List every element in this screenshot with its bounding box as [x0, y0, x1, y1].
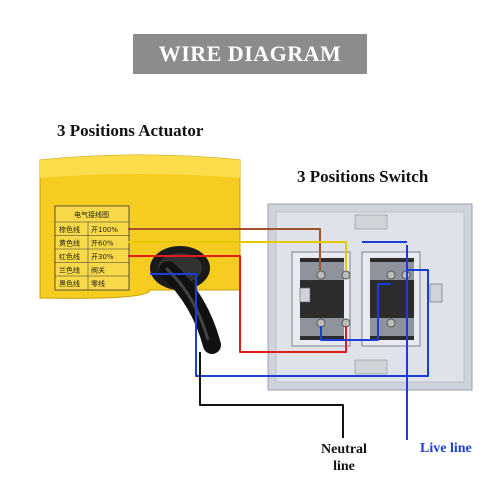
row-4-state: 阀关 — [91, 266, 105, 275]
table-header: 电气接线图 — [74, 210, 109, 219]
row-5-wire: 黑色线 — [59, 279, 80, 288]
blue-wire-jumper — [320, 283, 391, 341]
row-1-state: 开100% — [91, 226, 118, 234]
live-line-label: Live line — [420, 441, 472, 456]
switch-title: 3 Positions Switch — [297, 167, 429, 186]
yellow-wire — [128, 241, 347, 270]
row-2-wire: 黄色线 — [59, 239, 80, 248]
row-2-state: 开60% — [91, 240, 114, 248]
black-wire-neutral — [199, 352, 344, 438]
row-1-wire: 棕色线 — [59, 225, 80, 234]
red-wire — [128, 255, 347, 353]
diagram-title-banner: WIRE DIAGRAM — [133, 34, 367, 74]
diagram-title: WIRE DIAGRAM — [158, 41, 342, 66]
neutral-line-label: Neutral line — [321, 442, 367, 474]
row-4-wire: 兰色线 — [59, 266, 80, 275]
cable-gland — [150, 246, 221, 354]
wiring-label-table: 电气接线图 棕色线 开100% 黄色线 开60% 红色线 开30% 兰色线 阀关… — [54, 205, 130, 291]
row-3-wire: 红色线 — [59, 252, 80, 261]
brown-wire — [128, 228, 321, 270]
switch-plate — [267, 203, 473, 391]
actuator-title: 3 Positions Actuator — [57, 121, 204, 140]
row-5-state: 零线 — [91, 279, 105, 288]
row-3-state: 开30% — [91, 253, 114, 261]
blue-wire-actuator — [150, 269, 429, 377]
